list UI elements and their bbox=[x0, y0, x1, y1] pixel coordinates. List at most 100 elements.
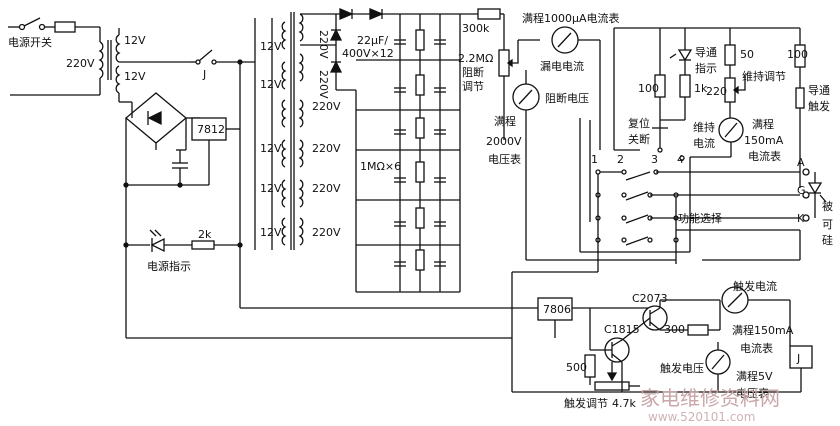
led-conduct-1: 导通 bbox=[695, 46, 717, 59]
transformer-bank-2 bbox=[254, 12, 295, 250]
transformer-1 bbox=[98, 34, 121, 94]
ua-meter-range: 满程1000μA电流表 bbox=[522, 11, 620, 25]
resistor-500-label: 500 bbox=[566, 361, 587, 374]
bridge-rectifier bbox=[124, 92, 200, 144]
block-voltage-label: 阻断电压 bbox=[545, 91, 589, 105]
resistor-100-b-label: 100 bbox=[787, 48, 808, 61]
pot-4k7 bbox=[594, 381, 630, 391]
transformer-windings bbox=[281, 13, 304, 246]
terminal-a-post[interactable] bbox=[802, 168, 810, 176]
v-meter-range-2: 2000V bbox=[486, 135, 522, 148]
v-meter-range-1: 满程 bbox=[494, 115, 516, 128]
hv-diode-2 bbox=[369, 8, 384, 20]
resistor-50-label: 50 bbox=[740, 48, 754, 61]
tr2-12v-5: 12V bbox=[260, 226, 282, 239]
relay-j-label: J bbox=[202, 68, 206, 81]
r-1m-label: 1MΩ×6 bbox=[360, 160, 401, 173]
sw-pos-2: 2 bbox=[617, 153, 624, 166]
terminal-a: A bbox=[797, 156, 805, 169]
power-switch bbox=[8, 17, 55, 31]
sw-pos-1: 1 bbox=[591, 153, 598, 166]
terminal-k-post[interactable] bbox=[802, 214, 810, 222]
power-indicator-label: 电源指示 bbox=[147, 259, 191, 273]
trigger-adjust-label: 触发调节 bbox=[564, 396, 608, 410]
resistor-300k-label: 300k bbox=[462, 22, 490, 35]
pot-2m2-label: 2.2MΩ bbox=[458, 52, 493, 65]
trig-v-meter-1: 满程5V bbox=[736, 370, 773, 383]
resistor-100-a-label: 100 bbox=[638, 82, 659, 95]
terminal-g: G bbox=[797, 184, 806, 197]
reset-switch[interactable] bbox=[652, 127, 668, 153]
block-adjust-2: 调节 bbox=[462, 80, 484, 93]
hv-resistor-chain bbox=[415, 29, 425, 271]
tr2-220v-3: 220V bbox=[312, 100, 341, 113]
trigger-current-label: 触发电流 bbox=[733, 279, 777, 293]
pot-220-label: 220 bbox=[706, 85, 727, 98]
transistor-c2073 bbox=[642, 305, 668, 331]
block-adjust-1: 阻断 bbox=[462, 65, 484, 79]
v-meter-range-3: 电压表 bbox=[488, 152, 521, 166]
ma150-2: 150mA bbox=[744, 134, 784, 147]
tr2-12v-2: 12V bbox=[260, 78, 282, 91]
relay-j-coil bbox=[789, 345, 813, 369]
tr2-220v-4: 220V bbox=[312, 142, 341, 155]
leak-current-label: 漏电电流 bbox=[540, 59, 584, 73]
resistor-1k bbox=[679, 74, 691, 98]
relay-j2-label: J bbox=[796, 352, 800, 365]
tr1-12v-b-label: 12V bbox=[124, 70, 146, 83]
tr1-12v-a-label: 12V bbox=[124, 34, 146, 47]
resistor-2k bbox=[191, 240, 215, 250]
terminal-k: K bbox=[797, 212, 805, 225]
tr2-12v-3: 12V bbox=[260, 142, 282, 155]
trig-meter-1: 满程150mA bbox=[732, 324, 794, 337]
conduct-indicator-led bbox=[669, 49, 693, 62]
tr2-220v-6: 220V bbox=[312, 226, 341, 239]
dut-2: 可 bbox=[822, 218, 833, 231]
fuse bbox=[54, 21, 76, 33]
led-conduct-2: 指示 bbox=[695, 61, 717, 75]
reset-1: 复位 bbox=[628, 116, 650, 130]
resistor-2k-label: 2k bbox=[198, 228, 212, 241]
sw-pos-3: 3 bbox=[651, 153, 658, 166]
watermark: 家电维修资料网 bbox=[640, 386, 780, 410]
trigger-pushbutton[interactable] bbox=[795, 87, 805, 125]
cap-bank-label-2: 400V×12 bbox=[342, 47, 394, 60]
resistor-1k-label: 1k bbox=[694, 82, 708, 95]
resistor-300 bbox=[687, 324, 709, 336]
resistor-50 bbox=[724, 44, 736, 66]
conduct-trigger-2: 触发 bbox=[808, 99, 830, 113]
resistor-4k7-label: 4.7k bbox=[612, 397, 636, 410]
relay-j-contact bbox=[190, 49, 255, 65]
hold-current-2: 电流 bbox=[693, 136, 715, 150]
power-indicator-led bbox=[149, 229, 165, 253]
reset-2: 关断 bbox=[628, 132, 650, 146]
thyristor-under-test bbox=[807, 172, 827, 218]
ma150-1: 满程 bbox=[752, 118, 774, 131]
function-selector-switch[interactable] bbox=[595, 155, 685, 246]
tr2-12v-1: 12V bbox=[260, 40, 282, 53]
hv-diode-3 bbox=[329, 28, 343, 73]
trig-v-meter-2: 电压表 bbox=[736, 386, 769, 400]
tr2-12v-4: 12V bbox=[260, 182, 282, 195]
trig-meter-2: 电流表 bbox=[740, 341, 773, 355]
dut-3: 硅 bbox=[822, 234, 833, 247]
hold-adjust-label: 维持调节 bbox=[742, 69, 786, 83]
c2073-label: C2073 bbox=[632, 292, 668, 305]
mains-voltage-label: 220V bbox=[66, 57, 95, 70]
hold-current-1: 维持 bbox=[693, 120, 715, 134]
resistor-300-label: 300 bbox=[664, 323, 685, 336]
ma150-3: 电流表 bbox=[748, 149, 781, 163]
regulator-7812-label: 7812 bbox=[197, 123, 225, 136]
terminal-g-post[interactable] bbox=[802, 191, 810, 199]
dut-1: 被 bbox=[822, 200, 833, 213]
tr2-220v-5: 220V bbox=[312, 182, 341, 195]
filter-capacitor bbox=[172, 150, 188, 185]
trigger-voltage-label: 触发电压 bbox=[660, 361, 704, 375]
tr2-220v-2: 220V bbox=[317, 70, 330, 99]
power-switch-label: 电源开关 bbox=[8, 35, 52, 49]
cap-bank-label-1: 22μF/ bbox=[357, 34, 388, 47]
hv-diode-1 bbox=[339, 8, 354, 20]
watermark-url: www.520101.com bbox=[648, 410, 755, 424]
conduct-trigger-1: 导通 bbox=[808, 84, 830, 97]
resistor-300k bbox=[477, 8, 501, 20]
